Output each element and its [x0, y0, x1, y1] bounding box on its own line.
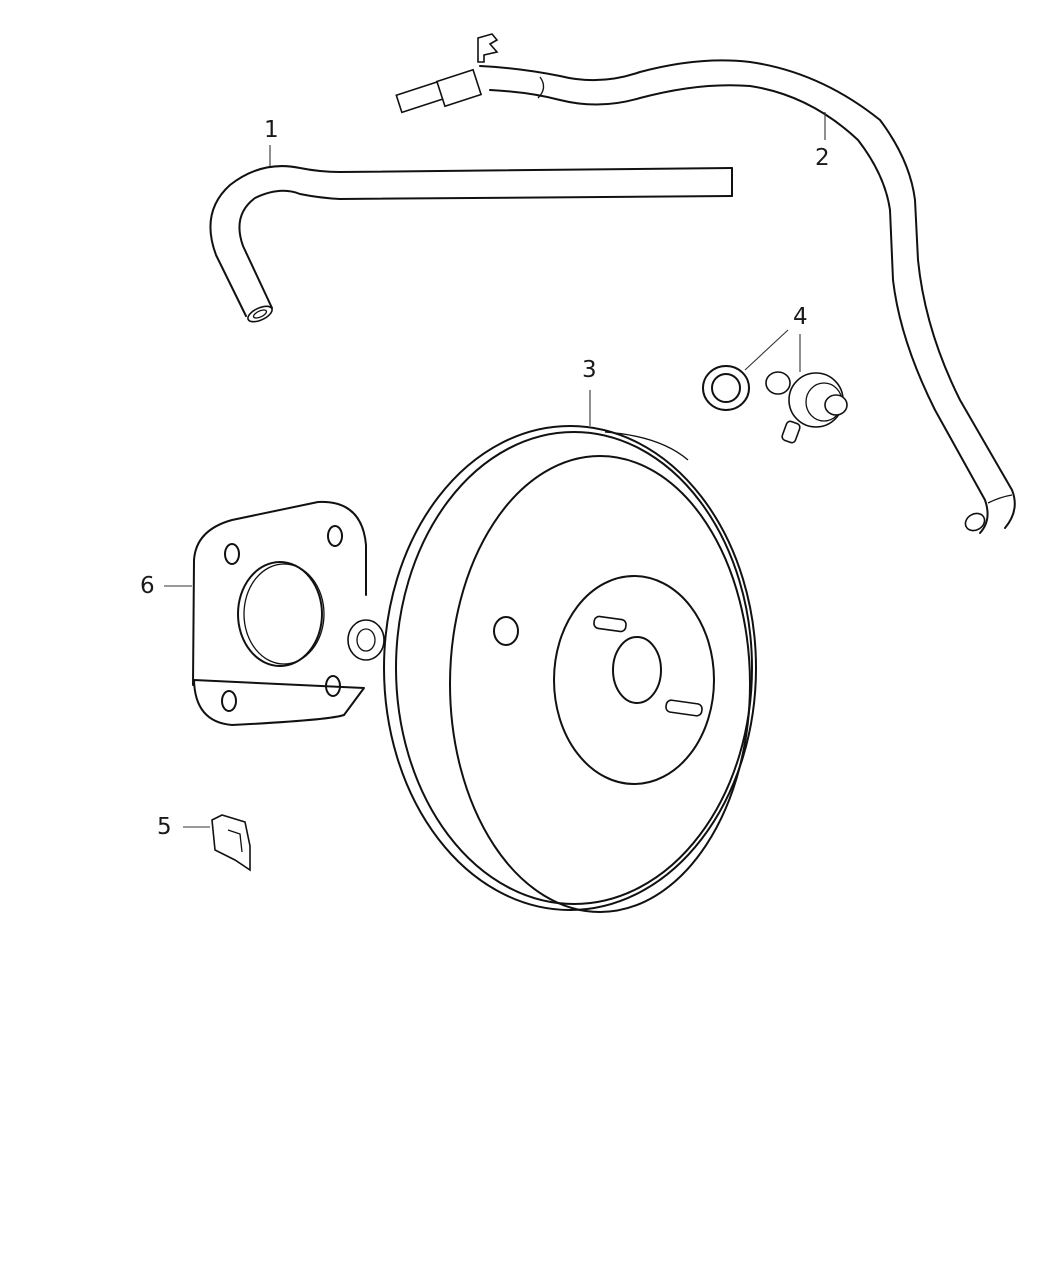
part-1-hose — [209, 145, 733, 323]
callout-6: 6 — [140, 573, 155, 599]
part-5-clip — [183, 814, 251, 872]
callout-1: 1 — [264, 117, 279, 143]
callout-5: 5 — [157, 814, 172, 840]
callout-2: 2 — [815, 145, 830, 171]
part-3-brake-booster — [383, 390, 757, 913]
part-6-gasket-plate — [164, 500, 385, 726]
part-2-hose — [395, 33, 1016, 534]
callout-4: 4 — [793, 304, 808, 330]
callout-3: 3 — [582, 357, 597, 383]
part-4-check-valve — [702, 329, 848, 444]
